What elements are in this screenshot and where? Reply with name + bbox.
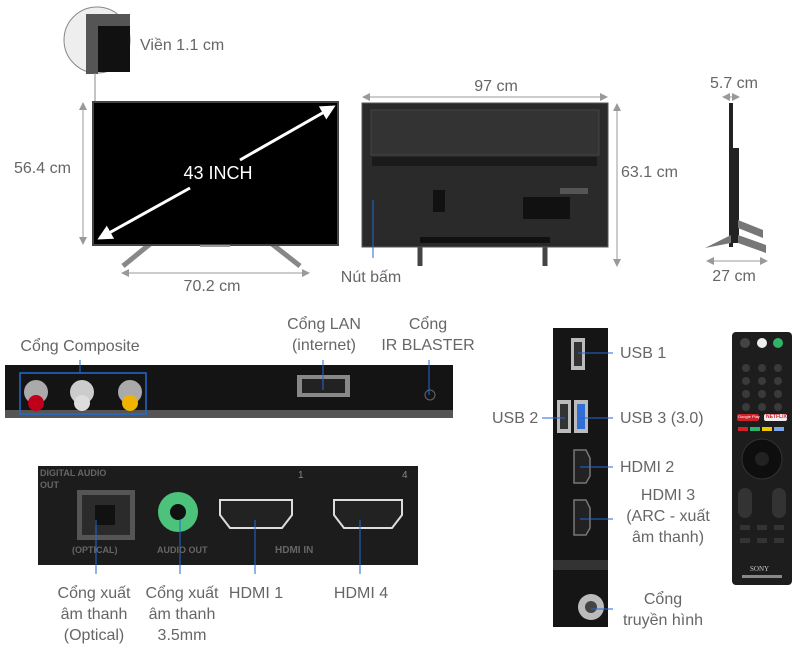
remote-brand: SONY — [750, 565, 770, 573]
usb2-label: USB 2 — [492, 410, 539, 427]
optical-printed-text: (OPTICAL) — [72, 545, 118, 555]
bezel-label: Viền 1.1 cm — [140, 37, 225, 54]
hdmi-in-printed-text: HDMI IN — [275, 545, 314, 556]
optical-line-1: Cổng xuất — [57, 585, 131, 602]
usb3-label: USB 3 (3.0) — [620, 410, 704, 427]
stand-depth-label: 27 cm — [712, 268, 756, 285]
back-width-label: 97 cm — [474, 78, 518, 95]
lan-label-line-2: (internet) — [291, 337, 357, 354]
front-width-label: 70.2 cm — [183, 278, 241, 295]
ir-label-line-2: IR BLASTER — [381, 337, 475, 354]
hdmi3-line-2: (ARC - xuất — [626, 508, 710, 525]
hdmi3-label: HDMI 3 (ARC - xuất âm thanh) — [626, 485, 710, 548]
ir-blaster-label: Cổng IR BLASTER — [381, 314, 474, 356]
ir-label-line-1: Cổng — [408, 316, 448, 333]
audio-line-1: Cổng xuất — [145, 585, 219, 602]
out-text: OUT — [40, 480, 59, 490]
tv-back — [361, 102, 609, 266]
depth-label: 5.7 cm — [709, 75, 759, 92]
audio-out-printed-text: AUDIO OUT — [157, 545, 208, 555]
tv-side — [705, 103, 766, 253]
optical-line-3: (Optical) — [63, 627, 125, 644]
lan-label-line-1: Cổng LAN — [287, 316, 361, 333]
diagonal-label: 43 INCH — [183, 163, 253, 183]
audio-line-2: âm thanh — [148, 606, 216, 623]
hdmi4-label: HDMI 4 — [333, 585, 389, 602]
tv-front — [92, 101, 339, 268]
antenna-label: Cổng truyền hình — [623, 589, 703, 631]
port-number-1: 1 — [298, 470, 304, 481]
usb1-label: USB 1 — [620, 345, 667, 362]
remote-netflix: NETFLIX — [766, 414, 787, 420]
optical-line-2: âm thanh — [60, 606, 128, 623]
remote-google-play: Google Play — [738, 414, 760, 419]
side-ports — [542, 328, 613, 627]
composite-label: Cổng Composite — [20, 338, 140, 355]
panel-printed-text: DIGITAL AUDIO OUT — [40, 467, 120, 491]
bezel-zoom-circle — [63, 6, 131, 102]
hdmi1-label: HDMI 1 — [228, 585, 284, 602]
optical-out-label: Cổng xuất âm thanh (Optical) — [58, 583, 131, 646]
lan-label: Cổng LAN (internet) — [287, 314, 361, 356]
button-label: Nút bấm — [340, 269, 402, 286]
back-height-label: 63.1 cm — [621, 164, 678, 181]
remote-control — [732, 332, 792, 585]
hdmi3-line-3: âm thanh) — [631, 529, 705, 546]
antenna-line-2: truyền hình — [622, 612, 704, 629]
hdmi3-line-1: HDMI 3 — [640, 487, 696, 504]
front-height-label: 56.4 cm — [14, 160, 71, 177]
port-panel — [38, 466, 418, 574]
audio-line-3: 3.5mm — [157, 627, 207, 644]
antenna-line-1: Cổng — [643, 591, 683, 608]
hdmi2-label: HDMI 2 — [620, 459, 675, 476]
digital-audio-text: DIGITAL AUDIO — [40, 468, 107, 478]
audio-out-label: Cổng xuất âm thanh 3.5mm — [146, 583, 219, 646]
port-strip — [5, 360, 453, 418]
port-number-4: 4 — [402, 470, 408, 481]
